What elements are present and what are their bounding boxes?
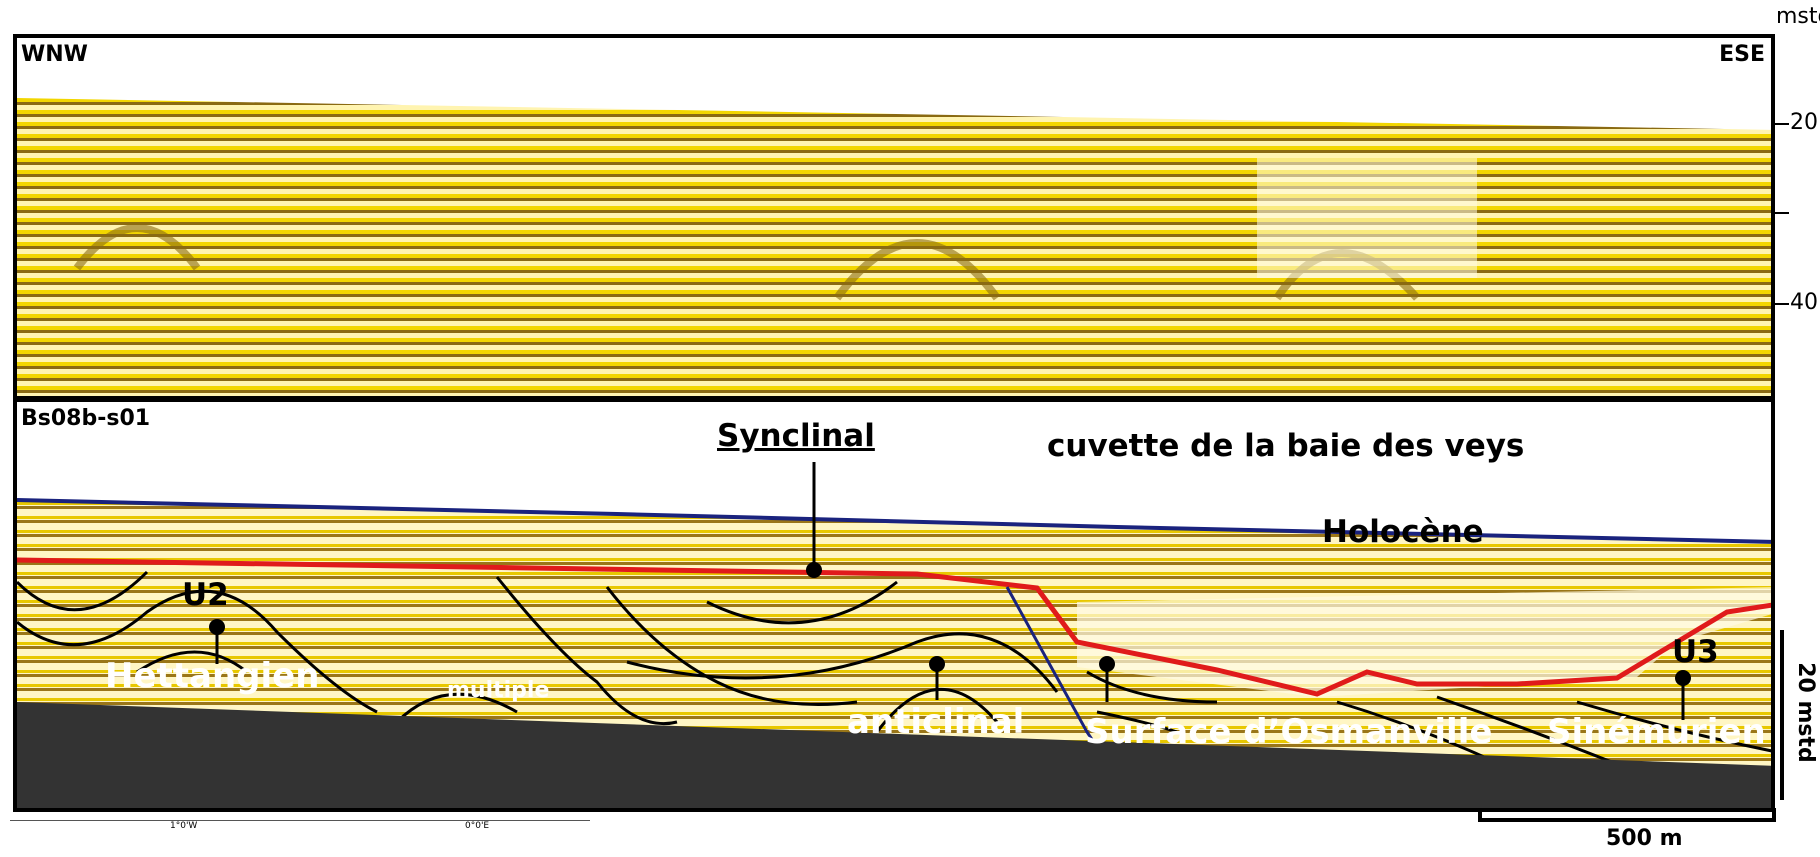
horizontal-scale-tick-left [1478, 808, 1482, 822]
vertical-scale-bar [1780, 630, 1784, 800]
depth-tick [1775, 212, 1789, 214]
axis-unit-label: mstd [1776, 4, 1820, 29]
profile-id-label: Bs08b-s01 [21, 406, 150, 431]
depth-tick [1775, 303, 1789, 305]
direction-left-label: WNW [21, 42, 88, 67]
surface-osmanville-label: Surface d’Osmanville [1085, 712, 1492, 752]
cuvette-label: cuvette de la baie des veys [1047, 428, 1524, 464]
depth-tick-label-20: 20 [1790, 110, 1818, 135]
minimap-lon-right: 0°0'E [465, 821, 489, 831]
horizontal-scale-tick-right [1772, 808, 1776, 822]
seismic-panel-interpreted: Bs08b-s01 Synclinal cuvette de la baie d… [13, 398, 1775, 812]
synclinal-label: Synclinal [717, 418, 875, 454]
hettangien-label: Hettangien [105, 656, 319, 696]
seismic-raw-image [17, 38, 1775, 400]
minimap-lon-left: 1°0'W [170, 821, 197, 831]
seismic-panel-raw: WNW ESE [13, 34, 1775, 400]
horizontal-scale-label: 500 m [1606, 826, 1683, 851]
vertical-scale-label: 20 mstd [1793, 662, 1818, 763]
location-minimap: 1°0'W 0°0'E [10, 820, 590, 857]
depth-tick-label-40: 40 [1790, 290, 1818, 315]
u2-label: U2 [182, 577, 229, 613]
holocene-label: Holocène [1322, 514, 1484, 550]
depth-tick [1775, 123, 1789, 125]
direction-right-label: ESE [1719, 42, 1765, 67]
sinemurien-label: Sinémurien [1547, 712, 1766, 752]
horizontal-scale-bar [1478, 818, 1776, 822]
anticlinal-label: anticlinal [847, 702, 1024, 742]
multiple-label: multiple [447, 678, 549, 703]
u3-label: U3 [1672, 634, 1719, 670]
